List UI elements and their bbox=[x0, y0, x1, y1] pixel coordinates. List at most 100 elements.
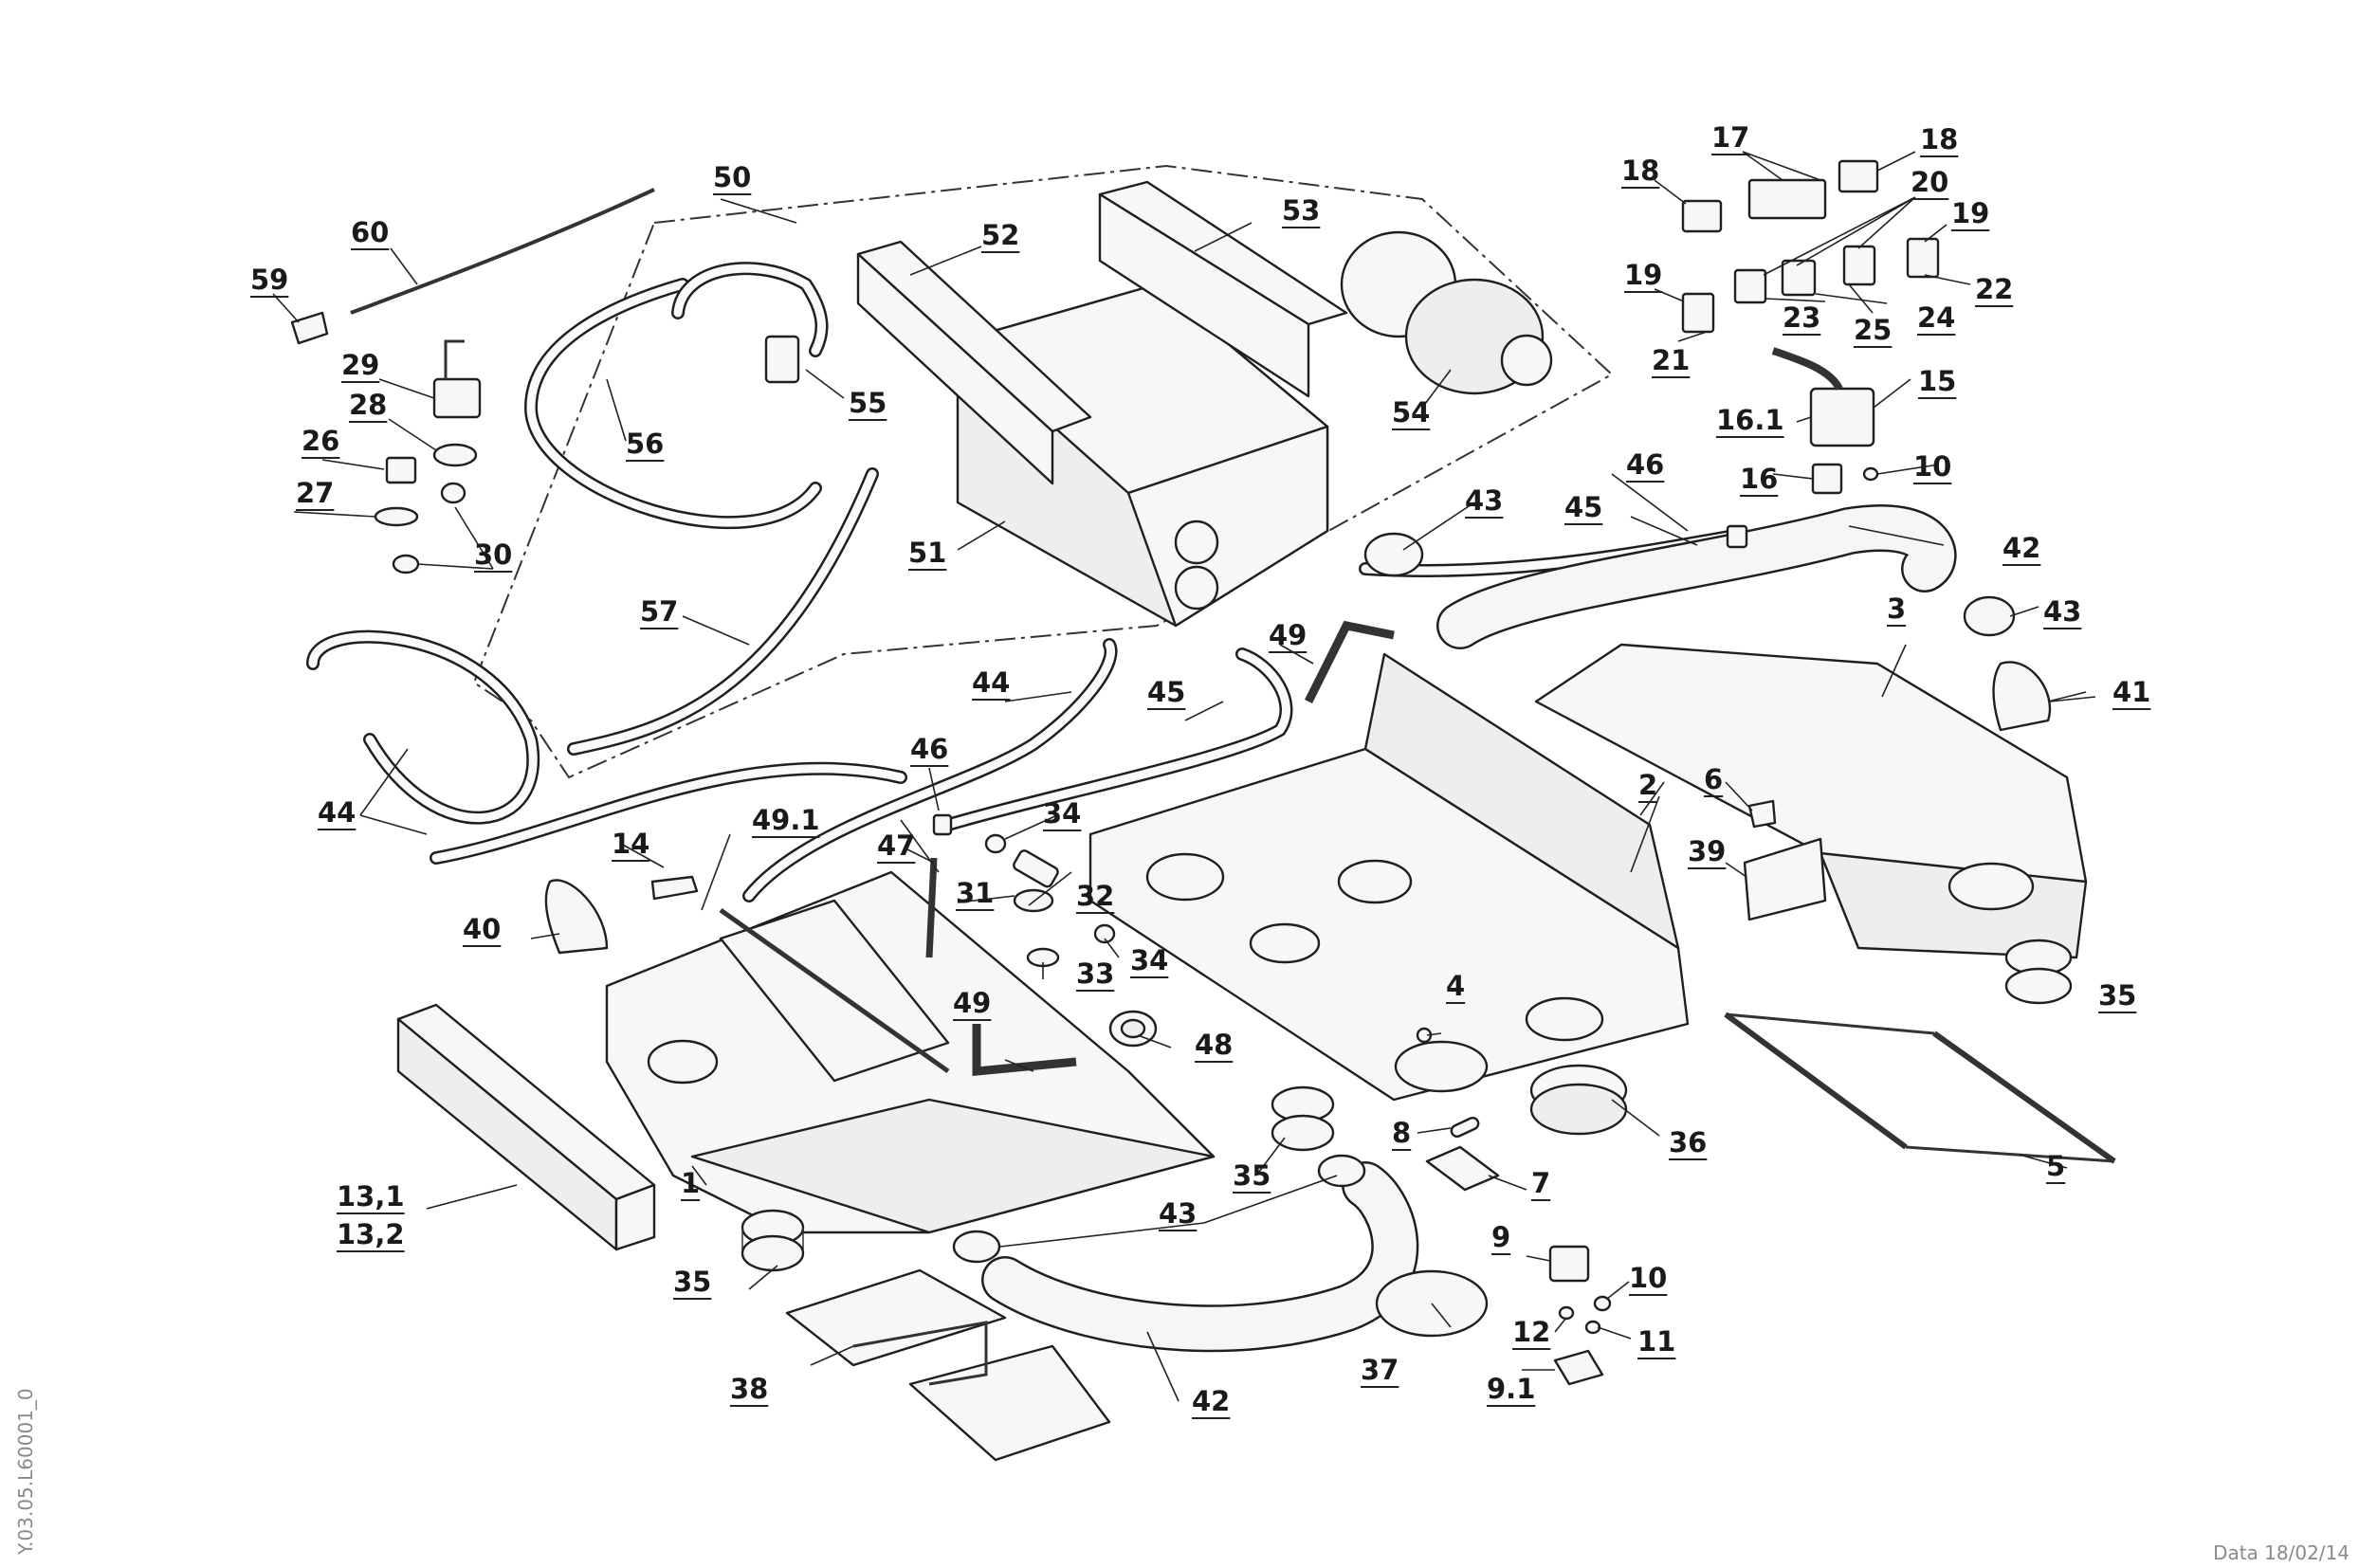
label-18-left: 18 bbox=[1621, 155, 1659, 187]
label-29: 29 bbox=[341, 349, 379, 381]
hose-45 bbox=[942, 647, 1293, 831]
duct-42-upper bbox=[1436, 504, 1957, 649]
clamp-43-right bbox=[1963, 595, 2016, 637]
hose-57 bbox=[567, 467, 879, 756]
label-1: 1 bbox=[681, 1167, 700, 1199]
ring-35-left bbox=[741, 1209, 805, 1272]
label-53: 53 bbox=[1282, 194, 1320, 227]
label-14: 14 bbox=[612, 828, 649, 860]
label-43-lower: 43 bbox=[1159, 1197, 1197, 1230]
washer-28 bbox=[432, 443, 478, 467]
label-35-center: 35 bbox=[1233, 1159, 1271, 1192]
heater-unit-51 bbox=[956, 283, 1329, 628]
label-15: 15 bbox=[1918, 365, 1956, 397]
label-51: 51 bbox=[908, 537, 946, 569]
nut-30 bbox=[392, 482, 466, 574]
hose-55 bbox=[671, 262, 829, 384]
label-44-left: 44 bbox=[318, 796, 356, 829]
drawing-code: Y.03.05.L60001_0 bbox=[14, 1388, 37, 1556]
label-9-1: 9.1 bbox=[1487, 1373, 1535, 1405]
clamp-43-lower bbox=[952, 1154, 1366, 1264]
elbow-41 bbox=[1992, 661, 2051, 732]
label-36: 36 bbox=[1669, 1126, 1707, 1158]
label-45-top: 45 bbox=[1564, 491, 1602, 523]
label-23: 23 bbox=[1783, 301, 1820, 334]
label-7: 7 bbox=[1531, 1167, 1550, 1199]
hose-56 bbox=[523, 278, 822, 530]
label-60: 60 bbox=[351, 216, 389, 248]
gasket-32 bbox=[1013, 888, 1054, 913]
label-34-top: 34 bbox=[1043, 797, 1081, 830]
relay-16 bbox=[1811, 463, 1843, 495]
label-20: 20 bbox=[1911, 166, 1948, 198]
label-16-1: 16.1 bbox=[1716, 404, 1784, 436]
label-6: 6 bbox=[1704, 763, 1723, 795]
label-43-right: 43 bbox=[2043, 595, 2081, 628]
bracket-49 bbox=[972, 1024, 1077, 1076]
grommet-48 bbox=[1108, 1010, 1158, 1048]
bracket-49-top bbox=[1304, 620, 1395, 704]
label-16: 16 bbox=[1740, 463, 1778, 495]
label-46-left: 46 bbox=[910, 733, 948, 765]
label-42-lower: 42 bbox=[1192, 1385, 1230, 1417]
label-49-top: 49 bbox=[1269, 619, 1307, 651]
label-57: 57 bbox=[640, 595, 678, 628]
ring-35-right bbox=[2004, 939, 2073, 1005]
label-21: 21 bbox=[1652, 344, 1690, 376]
tube-47 bbox=[925, 857, 938, 958]
label-59: 59 bbox=[250, 264, 288, 296]
label-56: 56 bbox=[626, 428, 664, 460]
clip-10-lower bbox=[1593, 1295, 1612, 1312]
disc-36 bbox=[1529, 1064, 1628, 1136]
label-2: 2 bbox=[1638, 769, 1657, 801]
label-12: 12 bbox=[1512, 1316, 1550, 1348]
cover-18b bbox=[1838, 159, 1879, 193]
leader-lines bbox=[272, 151, 2096, 1402]
label-34-lower: 34 bbox=[1130, 944, 1168, 976]
clip-59 bbox=[290, 311, 329, 345]
cable-60 bbox=[350, 188, 655, 315]
elbow-40 bbox=[544, 879, 609, 955]
frame-3 bbox=[1534, 643, 2088, 959]
label-8: 8 bbox=[1392, 1117, 1411, 1149]
switch-29 bbox=[432, 339, 482, 419]
label-45-center: 45 bbox=[1147, 676, 1185, 708]
label-13-2: 13,2 bbox=[337, 1218, 405, 1250]
label-31: 31 bbox=[956, 877, 994, 909]
label-41: 41 bbox=[2112, 676, 2150, 708]
label-9: 9 bbox=[1491, 1221, 1510, 1253]
label-43-top: 43 bbox=[1465, 484, 1503, 517]
panel-52 bbox=[856, 240, 1092, 485]
label-11: 11 bbox=[1637, 1325, 1675, 1358]
label-38: 38 bbox=[730, 1373, 768, 1405]
fuse-holder-17 bbox=[1747, 178, 1827, 220]
label-33: 33 bbox=[1076, 957, 1114, 990]
fitting-46b bbox=[1726, 524, 1748, 549]
relay-19a bbox=[1681, 292, 1715, 334]
label-22: 22 bbox=[1975, 273, 2013, 305]
label-30: 30 bbox=[474, 538, 512, 571]
frame-2 bbox=[1088, 652, 1690, 1102]
clip-14 bbox=[650, 875, 699, 901]
label-55: 55 bbox=[849, 387, 887, 419]
label-19-left: 19 bbox=[1624, 259, 1662, 291]
label-35-left: 35 bbox=[673, 1266, 711, 1298]
label-49-lower: 49 bbox=[953, 987, 991, 1019]
label-27: 27 bbox=[296, 477, 334, 509]
bracket-6 bbox=[1747, 799, 1777, 829]
drawing-date: Data 18/02/14 bbox=[2213, 1541, 2350, 1564]
label-49-1: 49.1 bbox=[752, 804, 820, 836]
grommet-34 bbox=[984, 833, 1116, 944]
connector-26 bbox=[385, 456, 417, 484]
label-26: 26 bbox=[302, 425, 339, 457]
relay-19b bbox=[1906, 237, 1940, 279]
label-54: 54 bbox=[1392, 396, 1430, 428]
blower-54 bbox=[1340, 230, 1553, 395]
label-4: 4 bbox=[1446, 970, 1465, 1002]
label-25: 25 bbox=[1854, 314, 1892, 346]
label-46-top: 46 bbox=[1626, 448, 1664, 481]
label-19-right: 19 bbox=[1951, 197, 1989, 229]
flap-38 bbox=[785, 1268, 1111, 1462]
label-39: 39 bbox=[1688, 835, 1726, 867]
